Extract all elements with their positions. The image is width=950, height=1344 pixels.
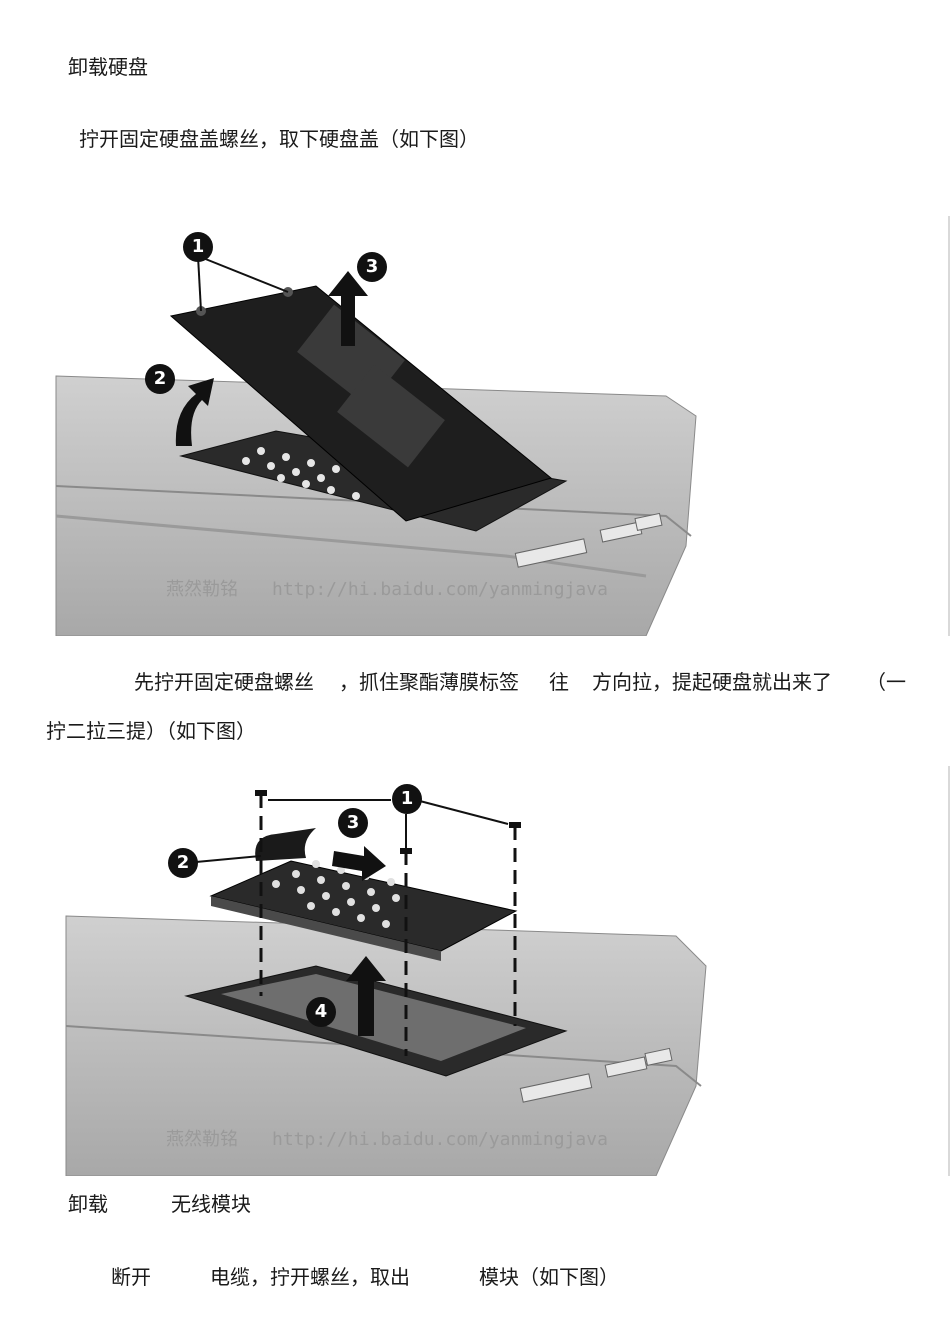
figure-remove-hdd: 燕然勒铭 http://hi.baidu.com/yanmingjava 1 2…: [46, 766, 717, 1176]
instruction-pull-hdd-part4: 方向拉，提起硬盘就出来了: [592, 670, 832, 694]
instruction-pull-hdd-part5: （一: [866, 670, 906, 694]
watermark-url: http://hi.baidu.com/yanmingjava: [272, 1129, 608, 1150]
watermark-url: http://hi.baidu.com/yanmingjava: [272, 579, 608, 600]
section-heading-wireless-part2: 无线模块: [171, 1192, 251, 1216]
instruction-pull-hdd-part1: 先拧开固定硬盘螺丝: [134, 670, 314, 694]
watermark-cn: 燕然勒铭: [166, 1129, 238, 1150]
figure-remove-hdd-cover: 燕然勒铭 http://hi.baidu.com/yanmingjava 1 2…: [46, 216, 703, 636]
instruction-pull-hdd-part2: ，抓住聚酯薄膜标签: [339, 670, 519, 694]
instruction-wireless-part1: 断开: [111, 1265, 151, 1289]
instruction-wireless-part2: 电缆，拧开螺丝，取出: [210, 1265, 410, 1289]
watermark-cn: 燕然勒铭: [166, 579, 238, 600]
section-heading-wireless-part1: 卸载: [68, 1192, 108, 1216]
page-edge-divider: [948, 216, 950, 636]
callout-2: 2: [145, 364, 175, 394]
callout-3: 3: [357, 252, 387, 282]
instruction-pull-hdd-line2: 拧二拉三提）（如下图）: [46, 719, 256, 743]
callout-1: 1: [183, 232, 213, 262]
callout-3: 3: [338, 808, 368, 838]
section-heading-remove-hdd: 卸载硬盘: [68, 55, 148, 79]
page-edge-divider: [948, 766, 950, 1176]
instruction-wireless-part3: 模块（如下图）: [479, 1265, 619, 1289]
callout-4: 4: [306, 997, 336, 1027]
instruction-pull-hdd-part3: 往: [549, 670, 569, 694]
callout-2: 2: [168, 848, 198, 878]
callout-1: 1: [392, 784, 422, 814]
instruction-open-cover: 拧开固定硬盘盖螺丝，取下硬盘盖（如下图）: [79, 127, 479, 151]
